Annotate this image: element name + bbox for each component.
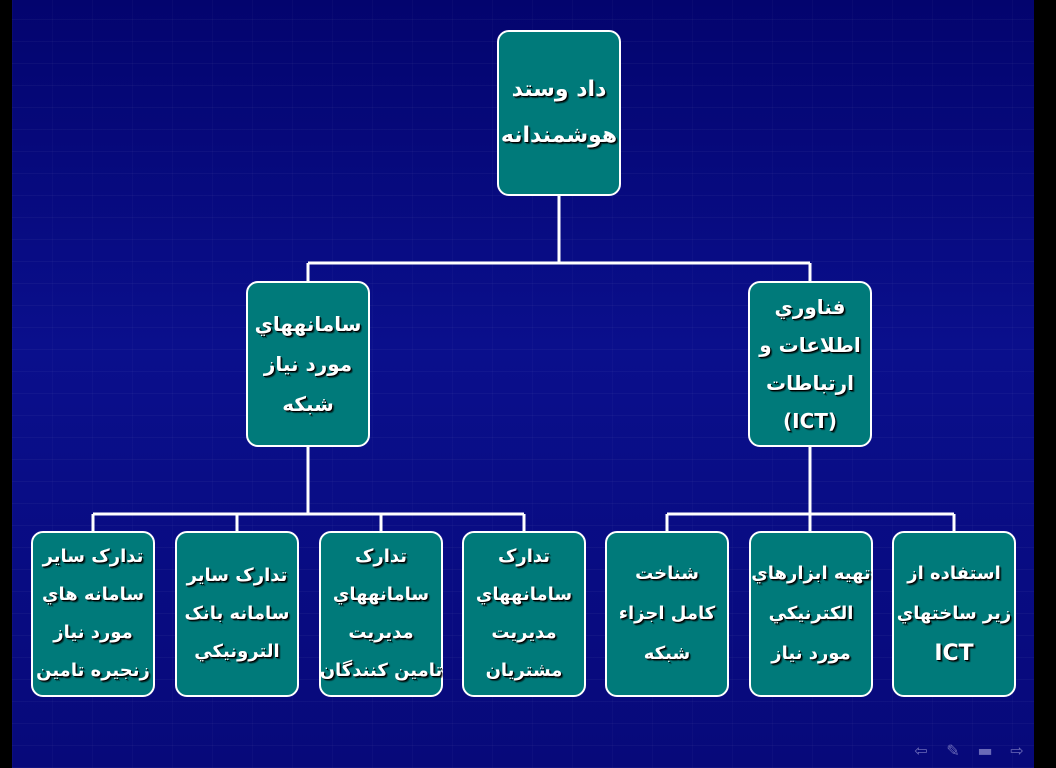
leaf-line: تدارک ساير (186, 565, 288, 586)
leaf-line: مورد نياز (771, 643, 851, 664)
leaf-line: مديريت (348, 622, 414, 643)
branch-ict-node: فناوري اطلاعات و ارتباطات (ICT) (748, 281, 872, 447)
leaf-line: سامانههاي (332, 584, 430, 605)
branch-network-node: سامانههاي مورد نياز شبکه (246, 281, 370, 447)
branch-ict-line-1: فناوري (774, 295, 846, 319)
branch-network-line-1: سامانههاي (254, 312, 362, 336)
leaf-e-banking-systems: تدارک ساير سامانه بانک الترونيکي (175, 531, 299, 697)
root-line-2: هوشمندانه (500, 123, 618, 148)
prev-arrow-icon[interactable]: ⇦ (914, 740, 928, 760)
leaf-line: شناخت (635, 563, 699, 584)
leaf-line: مشتريان (485, 660, 563, 681)
branch-ict-line-4: (ICT) (782, 409, 838, 433)
next-arrow-icon[interactable]: ⇨ (1010, 740, 1024, 760)
leaf-line: کامل اجزاء (618, 603, 716, 624)
leaf-line: الترونيکي (194, 641, 280, 662)
leaf-line: شبکه (643, 643, 691, 664)
leaf-line: زنجيره تامين (36, 660, 150, 681)
left-border (0, 0, 12, 768)
leaf-line: زير ساختهاي (896, 603, 1012, 624)
leaf-line: سامانه بانک (184, 603, 290, 624)
slide-navigation: ⇦ ✎ ▬ ⇨ (910, 740, 1028, 760)
leaf-supplier-management: تدارک سامانههاي مديريت تامين کنندگان (319, 531, 443, 697)
branch-network-line-3: شبکه (282, 392, 334, 416)
leaf-line: استفاده از (907, 563, 1001, 584)
leaf-ict-infrastructure: استفاده از زير ساختهاي ICT (892, 531, 1016, 697)
pen-icon[interactable]: ✎ (946, 740, 960, 760)
leaf-line: تدارک (354, 546, 408, 567)
leaf-electronic-tools: تهيه ابزارهاي الکترنيکي مورد نياز (749, 531, 873, 697)
leaf-line: تدارک (497, 546, 551, 567)
branch-network-line-2: مورد نياز (263, 352, 353, 376)
branch-ict-line-2: اطلاعات و (759, 333, 861, 357)
leaf-supply-chain-systems: تدارک ساير سامانه هاي مورد نياز زنجيره ت… (31, 531, 155, 697)
menu-icon[interactable]: ▬ (977, 740, 993, 760)
branch-ict-line-3: ارتباطات (766, 371, 854, 395)
leaf-customer-management: تدارک سامانههاي مديريت مشتريان (462, 531, 586, 697)
leaf-line: تهيه ابزارهاي (751, 563, 871, 584)
leaf-line: سامانه هاي (41, 584, 145, 605)
leaf-line: تدارک ساير (42, 546, 144, 567)
leaf-line: سامانههاي (475, 584, 573, 605)
leaf-line: مورد نياز (53, 622, 133, 643)
leaf-line: ICT (934, 641, 974, 666)
root-node: داد وستد هوشمندانه (497, 30, 621, 196)
leaf-network-components: شناخت کامل اجزاء شبکه (605, 531, 729, 697)
root-line-1: داد وستد (511, 77, 607, 102)
leaf-line: الکترنيکي (768, 603, 854, 624)
leaf-line: تامين کنندگان (319, 660, 443, 681)
right-border (1034, 0, 1056, 768)
leaf-line: مديريت (491, 622, 557, 643)
